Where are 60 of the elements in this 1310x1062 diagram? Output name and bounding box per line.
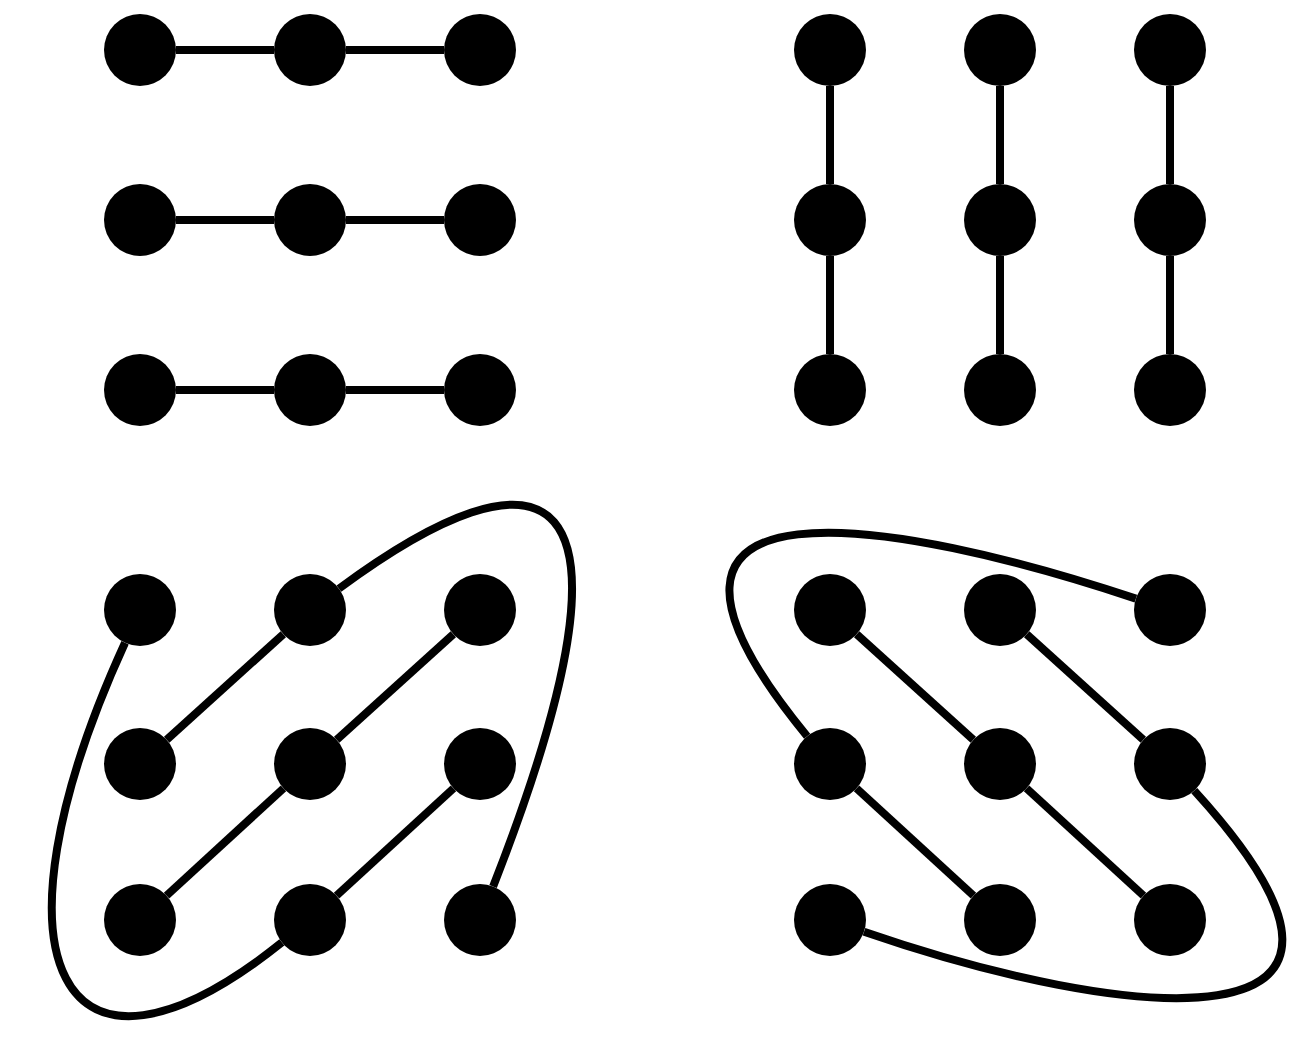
dot	[274, 574, 346, 646]
connector-line	[334, 631, 456, 743]
connector-line	[996, 256, 1004, 354]
dot	[794, 574, 866, 646]
dot	[794, 728, 866, 800]
connector-line	[346, 386, 444, 394]
dot	[964, 884, 1036, 956]
dot	[444, 728, 516, 800]
dot	[274, 884, 346, 956]
connector-line	[1166, 86, 1174, 184]
connector-line	[164, 631, 286, 743]
dot	[444, 184, 516, 256]
curved-line	[48, 641, 285, 1020]
dot	[794, 184, 866, 256]
dot	[444, 354, 516, 426]
dot	[104, 354, 176, 426]
dot	[104, 184, 176, 256]
curved-line	[862, 788, 1286, 1002]
dot	[104, 884, 176, 956]
dot	[1134, 354, 1206, 426]
dot	[444, 884, 516, 956]
dot	[104, 14, 176, 86]
connector-line	[826, 86, 834, 184]
connector-line	[854, 631, 976, 743]
dot	[444, 14, 516, 86]
dot	[1134, 184, 1206, 256]
connector-line	[163, 785, 287, 899]
connector-line	[1023, 785, 1147, 899]
curved-line	[726, 529, 1138, 739]
connector-line	[826, 256, 834, 354]
connector-line	[346, 46, 444, 54]
dot	[794, 354, 866, 426]
connector-line	[1166, 256, 1174, 354]
dot	[964, 354, 1036, 426]
dot	[1134, 14, 1206, 86]
dot	[1134, 574, 1206, 646]
dot	[1134, 884, 1206, 956]
dot	[274, 728, 346, 800]
curved-line	[336, 501, 576, 888]
connector-line	[1024, 631, 1146, 743]
dot	[794, 884, 866, 956]
connector-line	[333, 785, 457, 899]
connector-line	[853, 785, 977, 899]
dot	[964, 574, 1036, 646]
dot	[964, 184, 1036, 256]
connector-line	[176, 216, 274, 224]
dot	[274, 354, 346, 426]
dot	[274, 184, 346, 256]
connector-line	[346, 216, 444, 224]
dot	[104, 574, 176, 646]
dot	[1134, 728, 1206, 800]
dot	[444, 574, 516, 646]
dot	[104, 728, 176, 800]
connector-line	[176, 46, 274, 54]
dot	[964, 728, 1036, 800]
dot	[964, 14, 1036, 86]
dot	[794, 14, 866, 86]
dot	[274, 14, 346, 86]
connector-line	[996, 86, 1004, 184]
connector-line	[176, 386, 274, 394]
